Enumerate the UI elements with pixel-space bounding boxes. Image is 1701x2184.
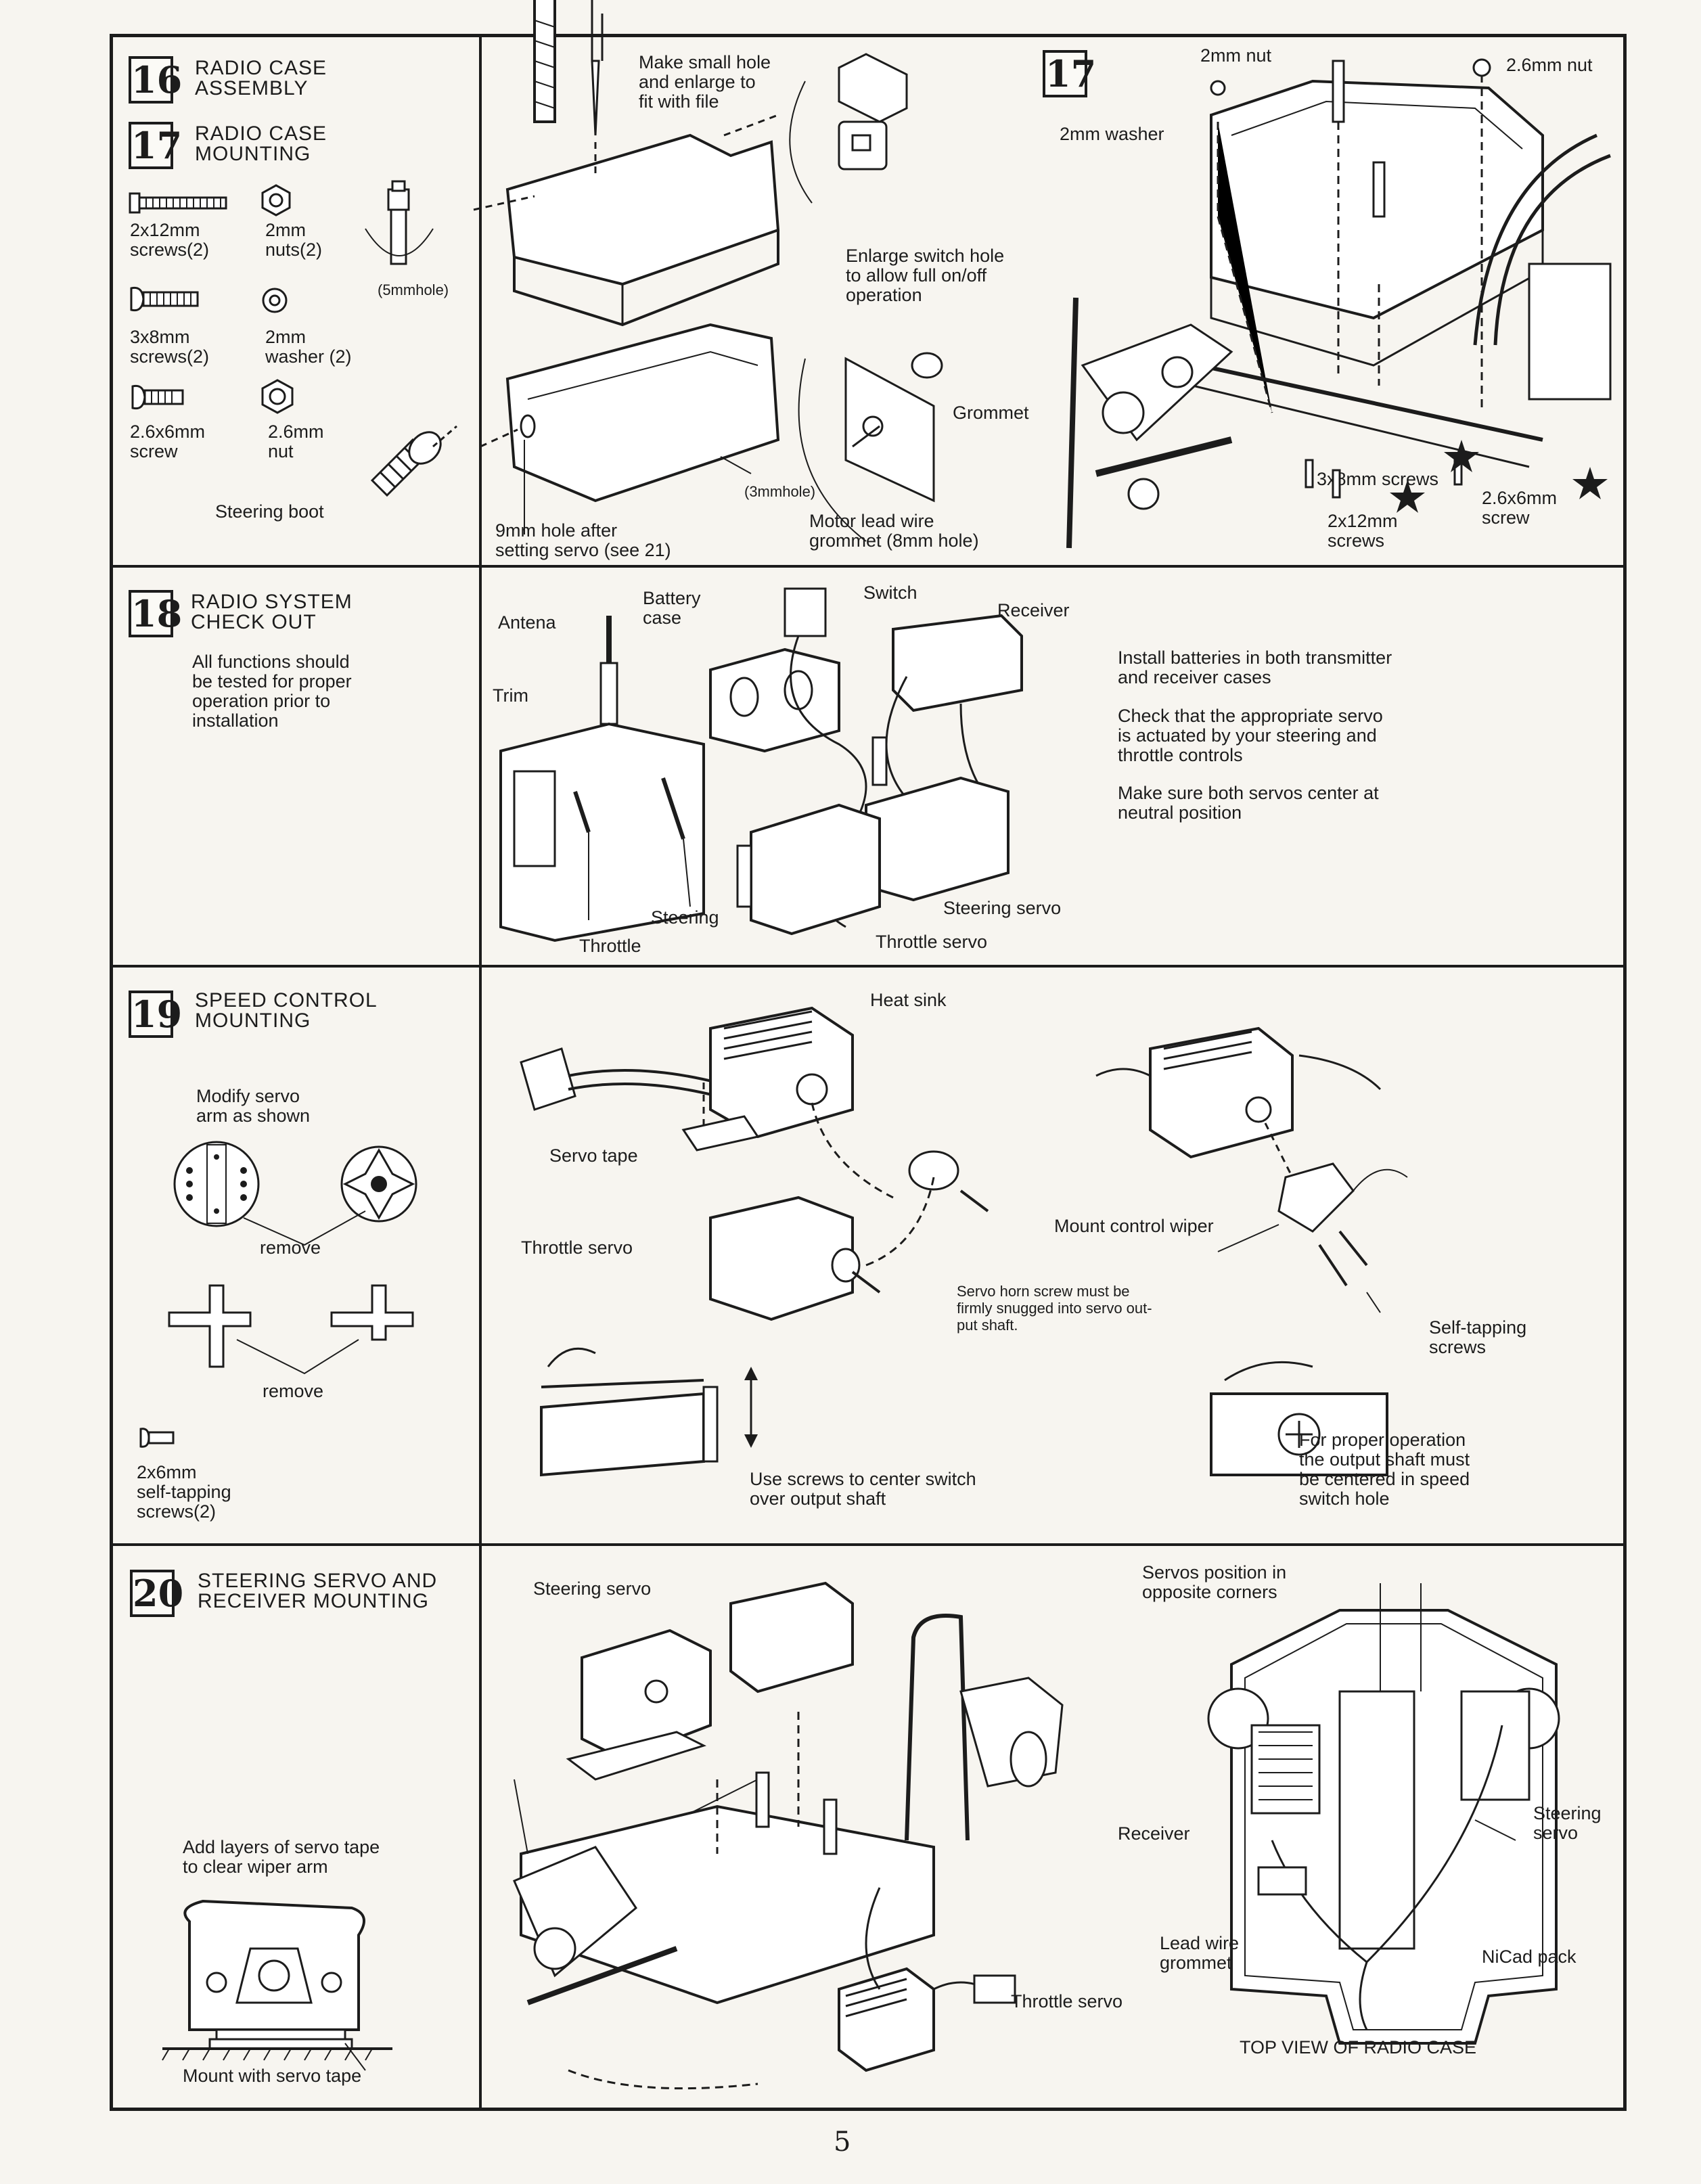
callout-grommet: Grommet: [953, 403, 1029, 423]
step-20-title: STEERING SERVO AND RECEIVER MOUNTING: [198, 1570, 438, 1612]
step-20-add-layers: Add layers of servo tape to clear wiper …: [183, 1837, 380, 1877]
instruction-install-batteries: Install batteries in both transmitter an…: [1118, 647, 1392, 687]
column-divider: [479, 34, 482, 2111]
row-divider-1: [110, 565, 1627, 568]
label-heat-sink: Heat sink: [870, 990, 947, 1010]
radio-system-drawing: [487, 575, 1096, 954]
radio-case-assembly-drawing: [487, 0, 1042, 562]
label-steering-servo-right: Steering servo: [1533, 1803, 1602, 1843]
screw-3x8-icon: [129, 284, 203, 314]
label-throttle-servo-18: Throttle servo: [876, 932, 988, 952]
label-trim: Trim: [493, 685, 528, 706]
label-nicad: NiCad pack: [1482, 1947, 1577, 1967]
label-lead-wire: Lead wire grommet: [1160, 1933, 1240, 1973]
callout-26mm-nut: 2.6mm nut: [1506, 55, 1593, 75]
callout-9mm-hole: 9mm hole after setting servo (see 21): [495, 520, 671, 560]
callout-small-hole: Make small hole and enlarge to fit with …: [639, 52, 771, 112]
page-frame: [110, 34, 1627, 2111]
callout-2mm-nut: 2mm nut: [1200, 45, 1272, 66]
label-steering-servo-20: Steering servo: [533, 1578, 652, 1599]
servo-tape-detail-drawing: [149, 1894, 406, 2070]
label-mount-wiper: Mount control wiper: [1054, 1216, 1214, 1236]
servo-arm-modify-drawing: [169, 1137, 433, 1394]
step-19-screws: 2x6mm self-tapping screws(2): [137, 1462, 231, 1522]
step-18-number: 18: [129, 590, 182, 637]
step-19-title: SPEED CONTROL MOUNTING: [195, 989, 378, 1032]
servo-receiver-mounting-drawing: [501, 1556, 1157, 2097]
chassis-mounting-drawing: [1056, 61, 1624, 562]
step-18-title: RADIO SYSTEM CHECK OUT: [191, 591, 353, 633]
label-servos-position: Servos position in opposite corners: [1142, 1562, 1287, 1602]
screw-2x12-icon: [129, 189, 230, 217]
instruction-check-servo: Check that the appropriate servo is actu…: [1118, 706, 1383, 765]
label-self-tapping: Self-tapping screws: [1429, 1317, 1527, 1357]
label-steering-servo-18: Steering servo: [943, 898, 1062, 918]
post-5mm-icon: [365, 181, 433, 283]
steering-boot-label: Steering boot: [215, 501, 324, 522]
label-steering: Steering: [651, 907, 719, 928]
radio-case-top-view-drawing: [1204, 1583, 1583, 2070]
label-receiver-18: Receiver: [997, 600, 1070, 620]
callout-enlarge-switch: Enlarge switch hole to allow full on/off…: [846, 246, 1005, 305]
step-16-number: 16: [129, 56, 182, 104]
label-battery-case: Battery case: [643, 588, 701, 628]
speed-control-drawing: [501, 974, 1610, 1536]
washer-2mm-icon: [261, 287, 288, 314]
nut-26mm-label: 2.6mm nut: [268, 422, 324, 461]
label-throttle: Throttle: [579, 936, 641, 956]
washer-2mm-label: 2mm washer (2): [265, 327, 352, 367]
screw-26x6-label: 2.6x6mm screw: [130, 422, 206, 461]
nut-2mm-label: 2mm nuts(2): [265, 220, 323, 260]
step-19-modify: Modify servo arm as shown: [196, 1086, 311, 1126]
label-antena: Antena: [498, 612, 556, 633]
label-servo-tape: Servo tape: [549, 1145, 638, 1166]
row-divider-3: [110, 1543, 1627, 1546]
remove-label-1: remove: [260, 1237, 321, 1258]
row-divider-2: [110, 965, 1627, 968]
step-17-title: RADIO CASE MOUNTING: [195, 122, 327, 165]
page-number: 5: [834, 2126, 851, 2158]
label-proper-operation: For proper operation the output shaft mu…: [1299, 1430, 1470, 1509]
step-17-mount-number: 17: [1043, 50, 1096, 97]
callout-2mm-washer: 2mm washer: [1060, 124, 1164, 144]
callout-3x8-screws: 3x8mm screws: [1317, 469, 1439, 489]
screw-26x6-icon: [130, 382, 191, 412]
tapping-screw-icon: [138, 1426, 179, 1449]
callout-motor-lead: Motor lead wire grommet (8mm hole): [809, 511, 979, 551]
step-17-number: 17: [129, 122, 182, 169]
step-20-number: 20: [130, 1570, 183, 1617]
label-top-view: TOP VIEW OF RADIO CASE: [1240, 2037, 1477, 2057]
step-18-intro: All functions should be tested for prope…: [192, 652, 352, 731]
instruction-center-servos: Make sure both servos center at neutral …: [1118, 783, 1379, 823]
callout-2x12-screws: 2x12mm screws: [1328, 511, 1398, 551]
step-20-mount-tape: Mount with servo tape: [183, 2066, 362, 2086]
screw-2x12-label: 2x12mm screws(2): [130, 220, 210, 260]
callout-3mm-hole: (3mmhole): [744, 483, 816, 500]
steering-boot-icon: [365, 419, 460, 507]
label-horn-screw: Servo horn screw must be firmly snugged …: [957, 1283, 1152, 1334]
nut-26mm-icon: [260, 379, 295, 414]
screw-3x8-label: 3x8mm screws(2): [130, 327, 210, 367]
label-throttle-servo-20: Throttle servo: [1011, 1991, 1123, 2011]
label-switch: Switch: [863, 583, 917, 603]
label-receiver-20: Receiver: [1118, 1823, 1190, 1844]
hole-5mm-label: (5mmhole): [378, 281, 449, 298]
label-center-switch: Use screws to center switch over output …: [750, 1469, 976, 1509]
step-16-title: RADIO CASE ASSEMBLY: [195, 57, 327, 99]
nut-2mm-icon: [260, 184, 292, 217]
label-throttle-servo-19: Throttle servo: [521, 1237, 633, 1258]
step-19-number: 19: [129, 991, 182, 1038]
remove-label-2: remove: [263, 1381, 324, 1401]
callout-26x6-screw: 2.6x6mm screw: [1482, 488, 1558, 528]
